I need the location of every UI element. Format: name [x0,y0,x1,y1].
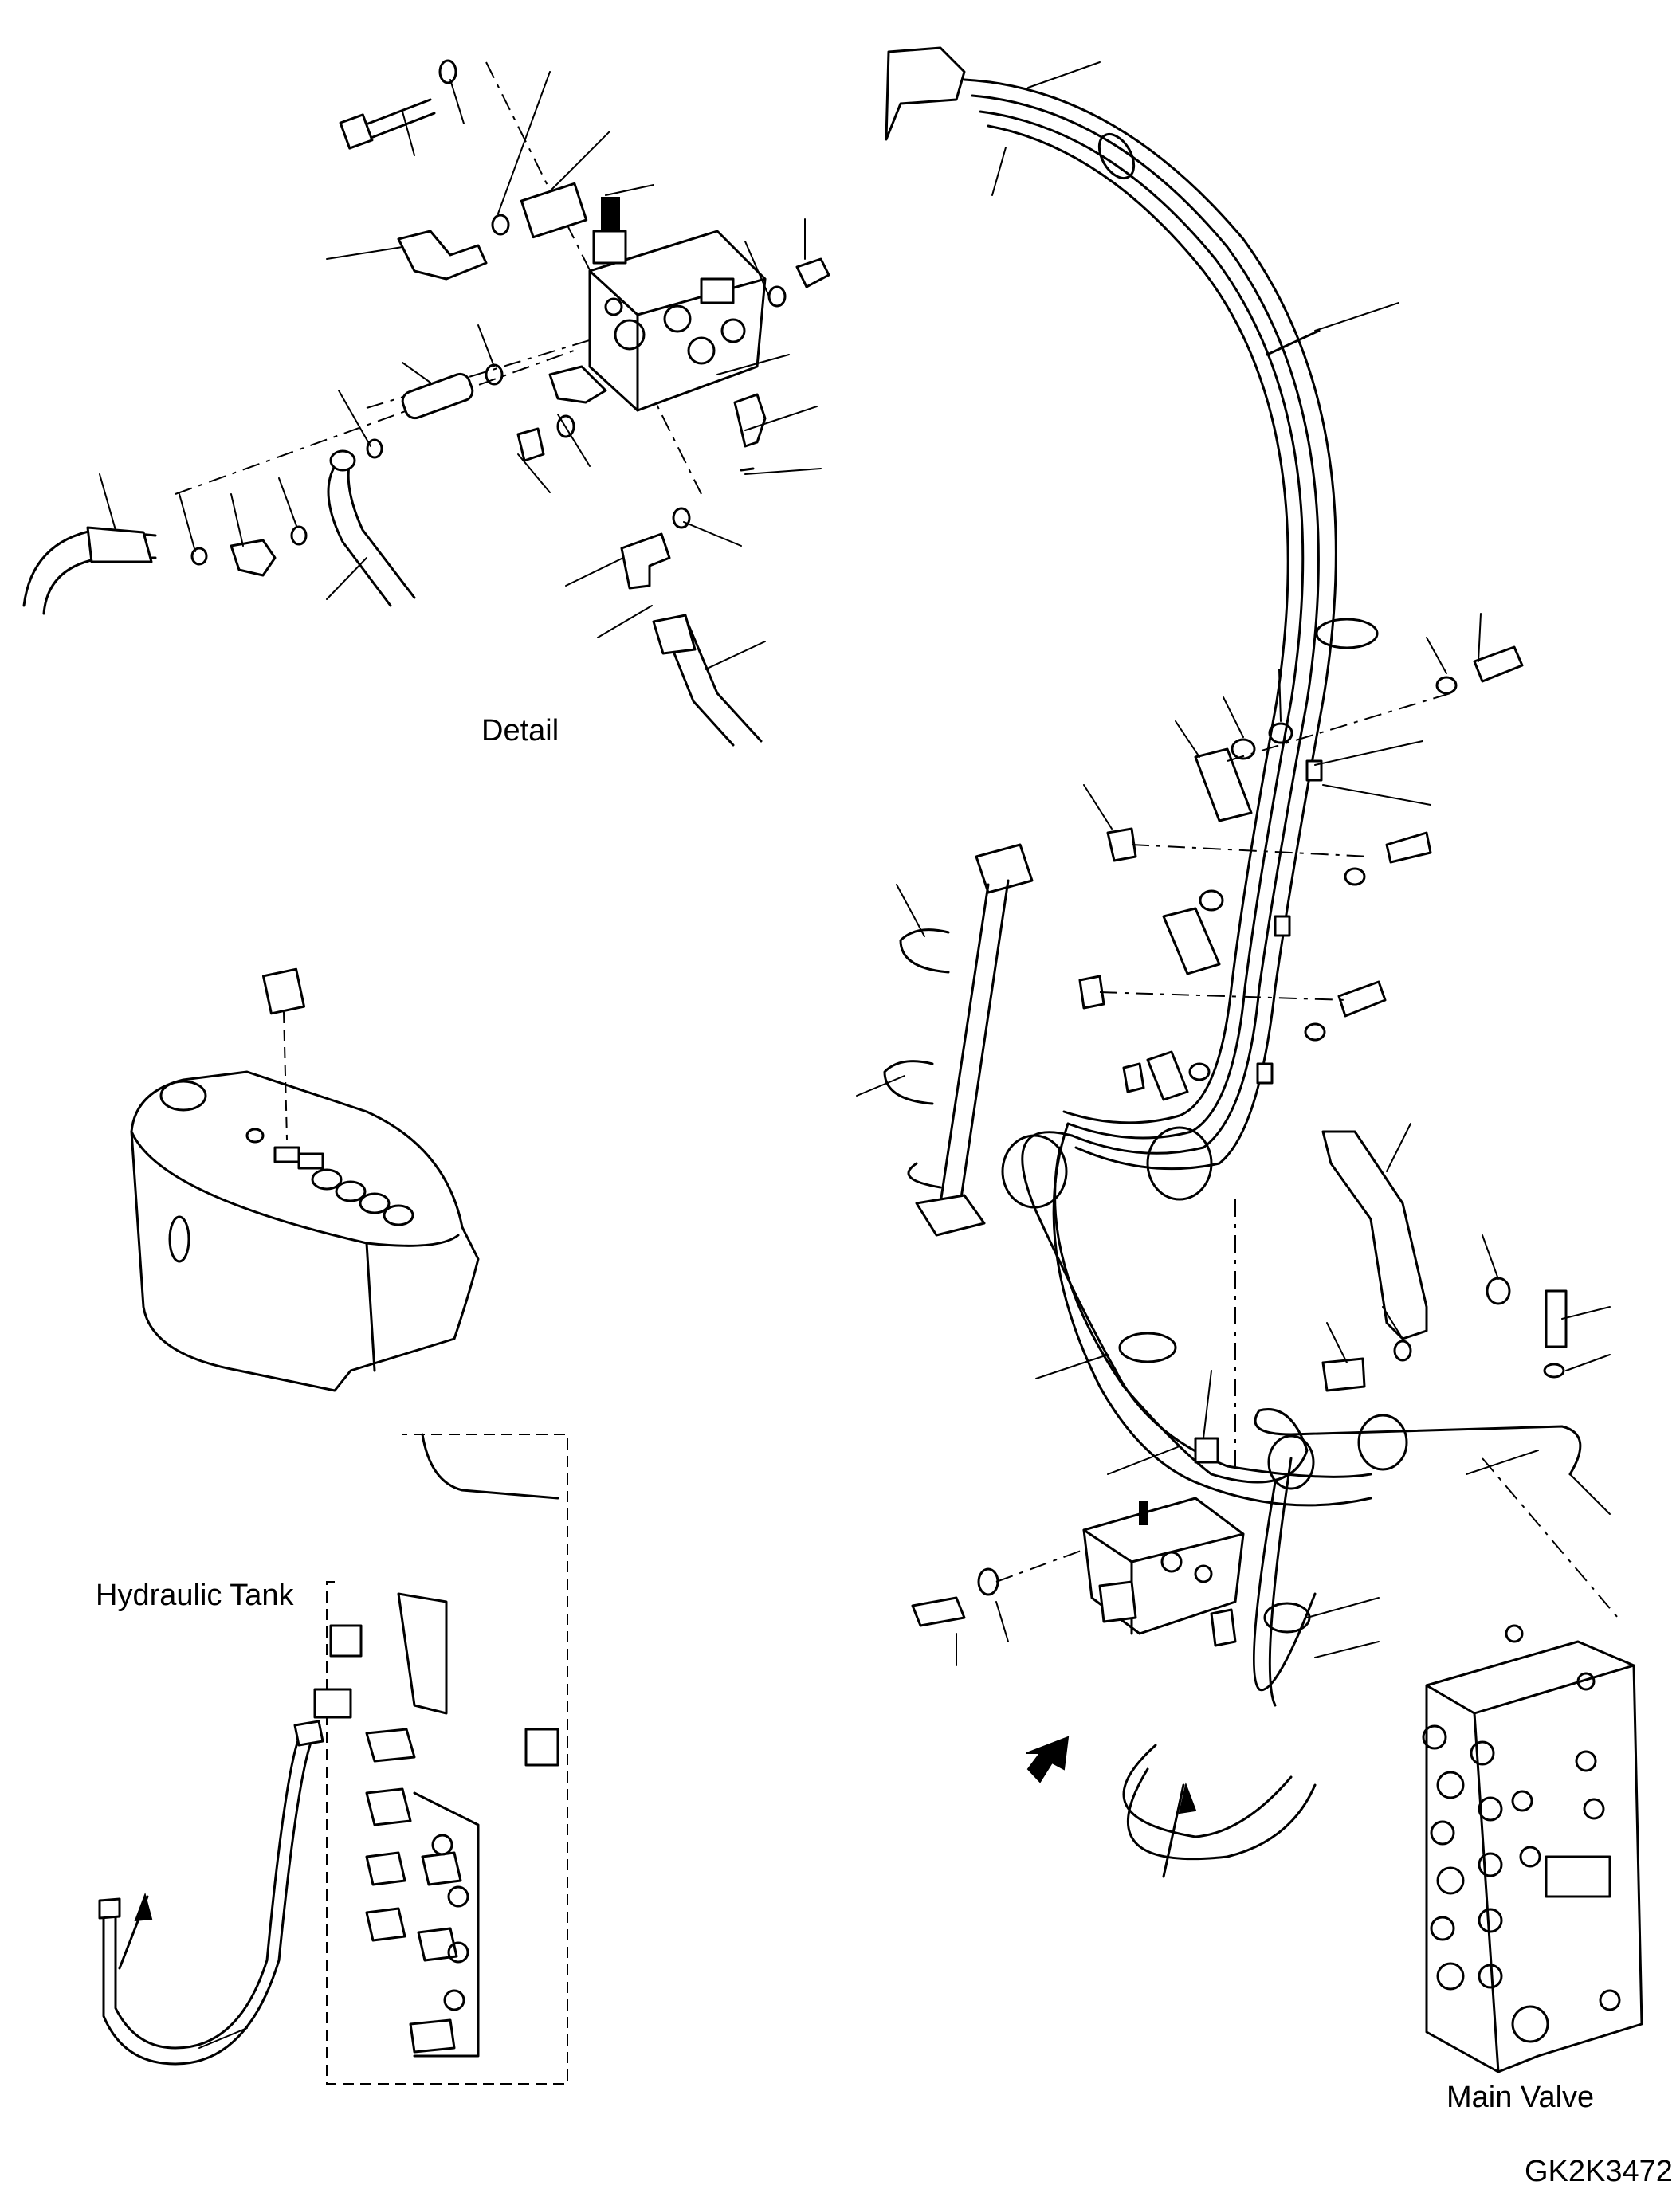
hose-routing-assembly [885,46,1582,1861]
main-valve-ports [1422,1624,1621,2043]
main-valve-view [1422,1624,1643,2073]
direction-arrows [118,1736,1197,1970]
detail-label: Detail [481,714,559,747]
console-assembly [130,967,480,1392]
valve-block-lower [1082,1497,1245,1647]
bracket-pipe [883,843,1034,1237]
hardware-parts [911,645,1619,1627]
main-leader-lines [856,61,1611,1666]
detail-leader-lines [99,71,822,670]
detail-exploded-view [22,59,830,747]
drawing-code-label: GK2K3472 [1525,2155,1673,2188]
black-arrow-icon [1026,1736,1070,1783]
hydraulic-tank-view [98,1433,568,2085]
main-valve-label: Main Valve [1446,2081,1595,2114]
hydraulic-tank-label: Hydraulic Tank [96,1579,294,1612]
